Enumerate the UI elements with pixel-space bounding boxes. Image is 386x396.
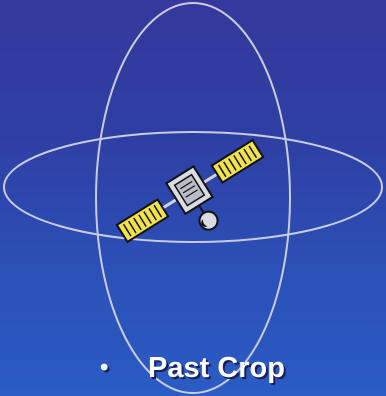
satellite-icon <box>112 132 281 270</box>
left-solar-panel <box>117 199 168 241</box>
right-solar-panel <box>212 140 263 182</box>
satellite-body <box>166 166 212 213</box>
bullet-text: Past Crop <box>148 348 285 388</box>
bullet-marker: • <box>100 348 148 388</box>
bullet-item: •Past Crop <box>100 348 285 388</box>
